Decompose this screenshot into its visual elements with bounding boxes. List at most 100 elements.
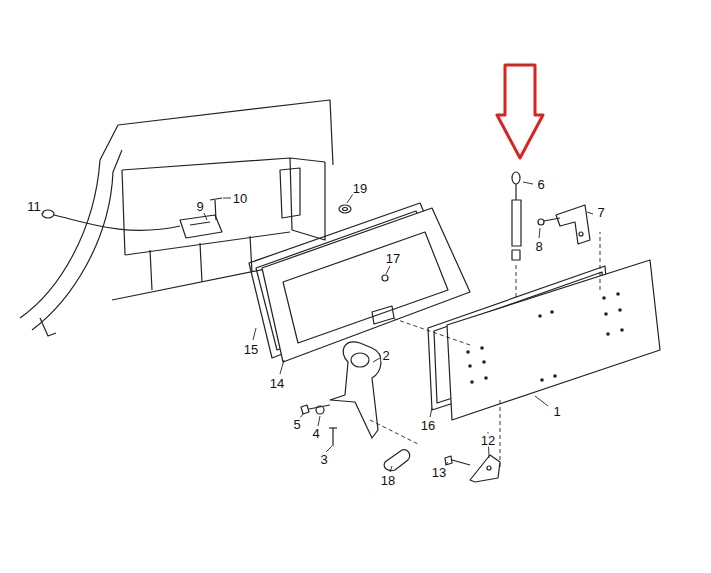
callout-number: 14 bbox=[269, 377, 285, 390]
bolt-8-part bbox=[538, 219, 544, 225]
callout-number: 12 bbox=[480, 434, 496, 447]
callout-number: 16 bbox=[420, 419, 436, 432]
leader-lines bbox=[42, 182, 593, 472]
callout-number: 7 bbox=[596, 206, 605, 219]
callout-number: 19 bbox=[352, 182, 368, 195]
wire-harness bbox=[42, 210, 222, 238]
door-holes-part bbox=[553, 374, 557, 378]
door-holes-part bbox=[602, 296, 606, 300]
bolt-8-part bbox=[544, 218, 560, 221]
callout-number: 13 bbox=[431, 466, 447, 479]
frame-14-part bbox=[283, 232, 448, 343]
screw-10-part bbox=[215, 200, 216, 220]
cab-body-part bbox=[150, 236, 252, 290]
gas-strut-6-part bbox=[512, 250, 520, 260]
gas-strut-6-part bbox=[512, 172, 520, 184]
leader-lines-part bbox=[539, 228, 540, 238]
bracket-7 bbox=[556, 205, 590, 244]
frame-14 bbox=[262, 208, 470, 362]
assembly-lines-part bbox=[516, 265, 517, 300]
door-holes-part bbox=[550, 310, 554, 314]
callout-number: 2 bbox=[381, 349, 390, 362]
screw-10 bbox=[210, 198, 222, 220]
gas-strut-6 bbox=[512, 172, 521, 260]
leader-lines-part bbox=[318, 416, 320, 426]
bolts-3-4-5-part bbox=[316, 406, 324, 414]
bolt-8 bbox=[538, 218, 560, 225]
callout-number: 18 bbox=[380, 474, 396, 487]
gas-strut-6-part bbox=[515, 184, 516, 200]
door-holes-part bbox=[484, 376, 488, 380]
hinge-2-part bbox=[351, 353, 369, 367]
cab-body-part bbox=[122, 170, 125, 255]
wire-harness-part bbox=[190, 222, 210, 225]
frame-14-part bbox=[262, 208, 470, 362]
door-holes-part bbox=[482, 360, 486, 364]
callout-number: 8 bbox=[534, 240, 543, 253]
door-1-part bbox=[447, 260, 660, 420]
leader-lines-part bbox=[326, 446, 332, 452]
callout-number: 6 bbox=[536, 178, 545, 191]
cab-body-part bbox=[290, 158, 325, 240]
screw-10-part bbox=[210, 198, 222, 200]
callout-number: 3 bbox=[319, 453, 328, 466]
leader-lines-part bbox=[223, 198, 231, 199]
leader-lines-part bbox=[253, 328, 256, 340]
cab-body-part bbox=[32, 150, 122, 330]
leader-lines-part bbox=[386, 266, 390, 274]
bracket-7-part bbox=[579, 232, 583, 236]
door-holes-part bbox=[620, 328, 624, 332]
door-holes-part bbox=[616, 292, 620, 296]
door-holes-part bbox=[468, 364, 472, 368]
bolts-3-4-5-part bbox=[332, 428, 333, 446]
grommet-19 bbox=[339, 205, 351, 213]
callout-number: 1 bbox=[552, 405, 561, 418]
wire-harness-part bbox=[42, 210, 54, 218]
callout-number: 17 bbox=[385, 252, 401, 265]
door-holes-part bbox=[618, 308, 622, 312]
bolts-3-4-5-part bbox=[301, 405, 309, 414]
door-holes-part bbox=[606, 332, 610, 336]
bolt-13 bbox=[445, 456, 470, 465]
pad-18-part bbox=[384, 450, 409, 471]
leader-lines-part bbox=[390, 466, 392, 472]
bolts-3-4-5 bbox=[301, 405, 337, 446]
leader-lines-part bbox=[523, 182, 533, 184]
grommet-19-part bbox=[339, 205, 351, 213]
bolts-3-4-5-part bbox=[329, 427, 337, 428]
pad-18 bbox=[384, 450, 409, 471]
pointer-arrow-part bbox=[497, 65, 543, 158]
bolt-13-part bbox=[445, 456, 452, 465]
callout-number: 10 bbox=[232, 192, 248, 205]
hinge-12-part bbox=[470, 455, 500, 482]
door-holes bbox=[466, 292, 624, 384]
gas-strut-6-part bbox=[512, 200, 521, 246]
hinge-2-part bbox=[330, 342, 381, 438]
callout-number: 9 bbox=[195, 200, 204, 213]
leader-lines-part bbox=[373, 358, 380, 362]
door-1 bbox=[447, 260, 660, 420]
cab-body-part bbox=[40, 318, 56, 336]
leader-lines-part bbox=[587, 212, 593, 214]
hinge-12-part bbox=[487, 466, 491, 470]
door-holes-part bbox=[540, 378, 544, 382]
assembly-lines bbox=[370, 232, 600, 470]
leader-lines-part bbox=[430, 408, 432, 417]
door-holes-part bbox=[466, 350, 470, 354]
bolt-13-part bbox=[452, 460, 470, 465]
callout-number: 5 bbox=[292, 418, 301, 431]
leader-lines-part bbox=[347, 194, 353, 203]
wire-harness-part bbox=[54, 215, 180, 230]
leader-lines-part bbox=[535, 396, 548, 406]
frame-latch bbox=[372, 275, 394, 324]
assembly-lines-part bbox=[500, 400, 501, 470]
callout-number: 11 bbox=[26, 200, 42, 213]
door-holes-part bbox=[538, 314, 542, 318]
leader-lines-part bbox=[204, 213, 207, 220]
assembly-lines-part bbox=[600, 232, 601, 290]
assembly-lines-part bbox=[392, 318, 470, 345]
frame-latch-part bbox=[372, 306, 394, 324]
door-holes-part bbox=[480, 346, 484, 350]
